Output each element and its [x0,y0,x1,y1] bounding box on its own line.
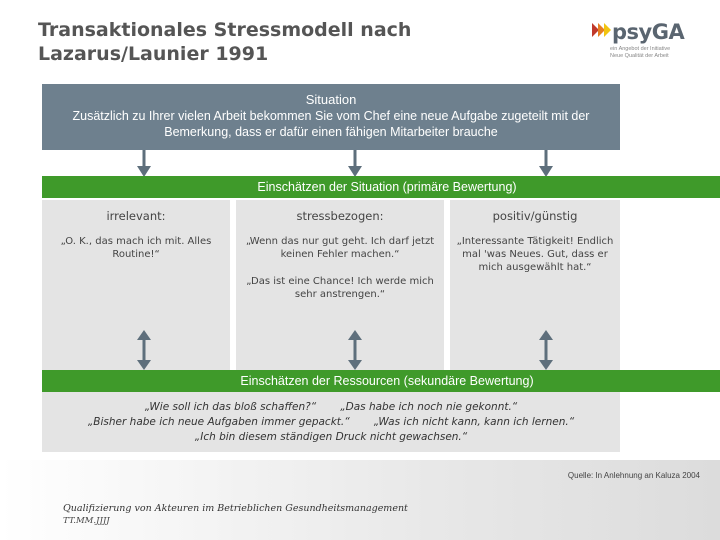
double-arrow-icon [348,330,362,370]
psyga-logo: psyGA ein Angebot der Initiative Neue Qu… [592,20,702,62]
logo-arrows-icon [592,23,611,37]
resource-quotes: „Wie soll ich das bloß schaffen?“ „Das ha… [42,392,620,452]
double-arrow-icon [137,330,151,370]
logo-wordmark: psyGA [612,20,685,44]
situation-box: Situation Zusätzlich zu Ihrer vielen Arb… [42,84,620,150]
column-heading: positiv/günstig [492,209,578,223]
quote: „Das habe ich noch nie gekonnt.“ [340,401,518,413]
down-arrow-icon [348,150,362,177]
situation-text: Zusätzlich zu Ihrer vielen Arbeit bekomm… [72,109,590,139]
footer-title: Qualifizierung von Akteuren im Betriebli… [63,503,408,514]
column-text: „Wenn das nur gut geht. Ich darf jetzt k… [245,236,435,260]
column-heading: irrelevant: [106,209,166,223]
footer: Qualifizierung von Akteuren im Betriebli… [0,460,720,540]
down-arrow-icon [137,150,151,177]
column-text: „O. K., das mach ich mit. Alles Routine!… [60,236,212,260]
footer-date: TT.MM.JJJJ [63,516,110,526]
page-title: Transaktionales Stressmodell nach Lazaru… [38,19,412,65]
quote: „Ich bin diesem ständigen Druck nicht ge… [194,431,468,443]
column-text-2: „Das ist eine Chance! Ich werde mich seh… [246,276,434,300]
quote: „Bisher habe ich neue Aufgaben immer gep… [87,416,350,428]
double-arrow-icon [539,330,553,370]
quote: „Was ich nicht kann, kann ich lernen.“ [373,416,575,428]
column-irrelevant: irrelevant: „O. K., das mach ich mit. Al… [42,200,230,370]
column-text: „Interessante Tätigkeit! Endlich mal 'wa… [456,236,614,273]
down-arrow-icon [539,150,553,177]
secondary-appraisal-bar: Einschätzen der Ressourcen (sekundäre Be… [42,370,720,392]
primary-appraisal-bar: Einschätzen der Situation (primäre Bewer… [42,176,720,198]
column-positiv: positiv/günstig „Interessante Tätigkeit!… [450,200,620,370]
column-stressbezogen: stressbezogen: „Wenn das nur gut geht. I… [236,200,444,370]
logo-tagline: ein Angebot der Initiative Neue Qualität… [610,46,671,59]
column-heading: stressbezogen: [296,209,384,223]
source-note: Quelle: In Anlehnung an Kaluza 2004 [567,471,700,480]
situation-heading: Situation [305,92,357,107]
quote: „Wie soll ich das bloß schaffen?“ [144,401,317,413]
